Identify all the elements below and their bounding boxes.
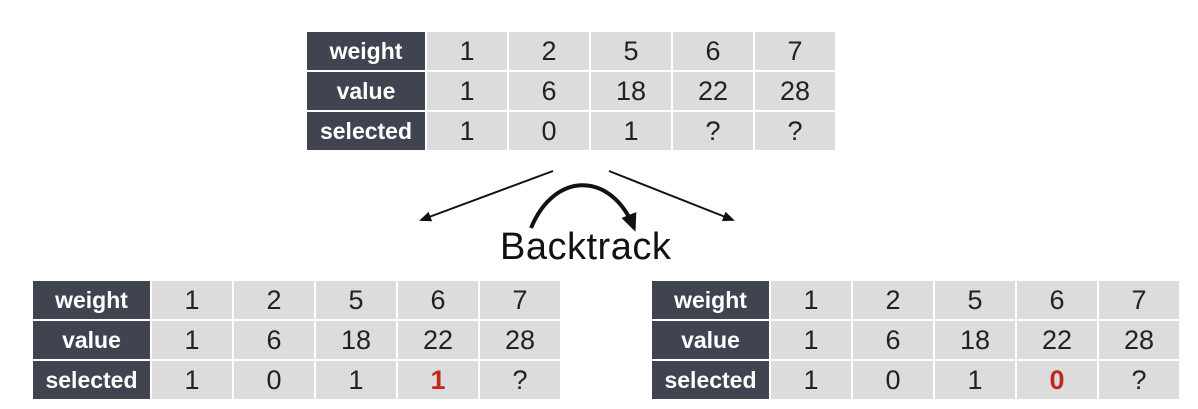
value-cell: 1 — [769, 321, 851, 361]
weight-cell: 5 — [589, 32, 671, 72]
selected-cell: 1 — [150, 361, 232, 399]
value-cell: 18 — [589, 72, 671, 112]
knapsack-table-left: weight 1 2 5 6 7 value 1 6 18 22 28 sele… — [33, 281, 560, 399]
row-label-value: value — [652, 321, 769, 361]
value-cell: 6 — [232, 321, 314, 361]
weight-cell: 2 — [232, 281, 314, 321]
value-row: value 1 6 18 22 28 — [652, 321, 1179, 361]
right-branch-arrow — [608, 170, 735, 221]
selected-cell: ? — [671, 112, 753, 150]
weight-cell: 6 — [671, 32, 753, 72]
weight-cell: 1 — [425, 32, 507, 72]
row-label-weight: weight — [307, 32, 425, 72]
selected-cell: 1 — [933, 361, 1015, 399]
row-label-value: value — [33, 321, 150, 361]
value-row: value 1 6 18 22 28 — [33, 321, 560, 361]
weight-cell: 7 — [1097, 281, 1179, 321]
selected-row: selected 1 0 1 0 ? — [652, 361, 1179, 399]
selected-row: selected 1 0 1 ? ? — [307, 112, 835, 150]
value-cell: 18 — [314, 321, 396, 361]
value-cell: 6 — [851, 321, 933, 361]
value-cell: 28 — [753, 72, 835, 112]
selected-cell: 1 — [769, 361, 851, 399]
weight-cell: 1 — [769, 281, 851, 321]
backtrack-arrow — [529, 183, 637, 232]
selected-cell-highlighted: 1 — [396, 361, 478, 399]
selected-cell: ? — [1097, 361, 1179, 399]
selected-cell: 1 — [589, 112, 671, 150]
value-cell: 18 — [933, 321, 1015, 361]
weight-row: weight 1 2 5 6 7 — [33, 281, 560, 321]
weight-cell: 7 — [478, 281, 560, 321]
weight-cell: 5 — [933, 281, 1015, 321]
selected-cell: 1 — [425, 112, 507, 150]
backtrack-label: Backtrack — [500, 226, 672, 268]
value-cell: 28 — [478, 321, 560, 361]
selected-cell: 0 — [851, 361, 933, 399]
value-row: value 1 6 18 22 28 — [307, 72, 835, 112]
selected-cell: 1 — [314, 361, 396, 399]
value-cell: 28 — [1097, 321, 1179, 361]
weight-cell: 7 — [753, 32, 835, 72]
value-cell: 22 — [671, 72, 753, 112]
selected-cell: 0 — [507, 112, 589, 150]
weight-cell: 5 — [314, 281, 396, 321]
weight-row: weight 1 2 5 6 7 — [307, 32, 835, 72]
row-label-selected: selected — [652, 361, 769, 399]
weight-cell: 6 — [1015, 281, 1097, 321]
selected-cell: ? — [753, 112, 835, 150]
selected-cell-highlighted: 0 — [1015, 361, 1097, 399]
value-cell: 22 — [1015, 321, 1097, 361]
weight-cell: 6 — [396, 281, 478, 321]
selected-cell: ? — [478, 361, 560, 399]
weight-cell: 2 — [507, 32, 589, 72]
row-label-weight: weight — [652, 281, 769, 321]
knapsack-table-top: weight 1 2 5 6 7 value 1 6 18 22 28 sele… — [307, 32, 835, 150]
value-cell: 1 — [425, 72, 507, 112]
left-branch-arrow — [419, 170, 554, 222]
weight-cell: 2 — [851, 281, 933, 321]
weight-cell: 1 — [150, 281, 232, 321]
value-cell: 1 — [150, 321, 232, 361]
row-label-selected: selected — [33, 361, 150, 399]
selected-cell: 0 — [232, 361, 314, 399]
knapsack-table-right: weight 1 2 5 6 7 value 1 6 18 22 28 sele… — [652, 281, 1179, 399]
row-label-selected: selected — [307, 112, 425, 150]
row-label-value: value — [307, 72, 425, 112]
row-label-weight: weight — [33, 281, 150, 321]
weight-row: weight 1 2 5 6 7 — [652, 281, 1179, 321]
selected-row: selected 1 0 1 1 ? — [33, 361, 560, 399]
value-cell: 6 — [507, 72, 589, 112]
value-cell: 22 — [396, 321, 478, 361]
